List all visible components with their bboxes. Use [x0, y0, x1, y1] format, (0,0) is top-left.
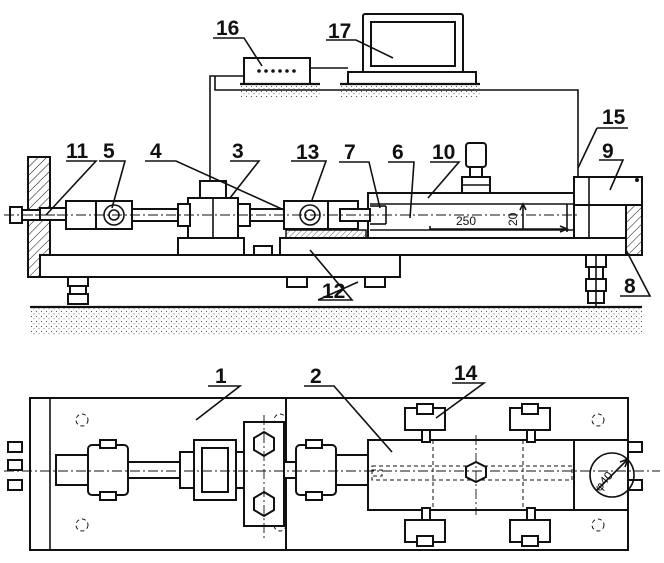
sensor-block-top — [573, 439, 635, 511]
leader-lines-top — [195, 382, 487, 453]
label-14: 14 — [454, 362, 478, 385]
rod-assembly-top — [55, 421, 369, 527]
label-16: 16 — [216, 17, 239, 40]
length-dimension: 250 — [456, 214, 476, 228]
label-8: 8 — [624, 275, 636, 298]
label-10: 10 — [432, 141, 455, 164]
right-block — [625, 204, 643, 256]
top-view: φ40 1 2 14 — [4, 362, 660, 551]
label-2: 2 — [310, 365, 322, 388]
height-dimension: 20 — [506, 212, 520, 226]
label-15: 15 — [602, 106, 626, 129]
leader-lines — [45, 37, 652, 301]
front-view: 250 20 16 17 15 9 10 6 7 13 — [4, 13, 652, 335]
label-1: 1 — [215, 365, 227, 388]
sensor-housing — [573, 176, 643, 206]
clamps — [404, 403, 551, 547]
label-13: 13 — [296, 141, 319, 164]
label-4: 4 — [150, 140, 162, 163]
label-7: 7 — [344, 141, 356, 164]
base-plate — [39, 237, 627, 278]
label-9: 9 — [602, 140, 614, 163]
label-5: 5 — [103, 140, 115, 163]
label-6: 6 — [392, 141, 404, 164]
computer — [340, 13, 480, 98]
specimen-box-top — [367, 439, 575, 511]
label-11: 11 — [66, 140, 89, 163]
hold-down-bolt — [461, 142, 491, 194]
load-cell — [177, 180, 245, 256]
specimen-box — [367, 192, 575, 239]
amplifier — [240, 57, 320, 98]
end-bolts — [7, 441, 643, 491]
label-12: 12 — [322, 280, 345, 303]
ground — [30, 305, 642, 335]
label-3: 3 — [232, 140, 244, 163]
dimension-lines — [430, 202, 570, 233]
label-17: 17 — [328, 20, 351, 43]
linear-guide — [253, 229, 367, 256]
feet — [67, 254, 607, 307]
